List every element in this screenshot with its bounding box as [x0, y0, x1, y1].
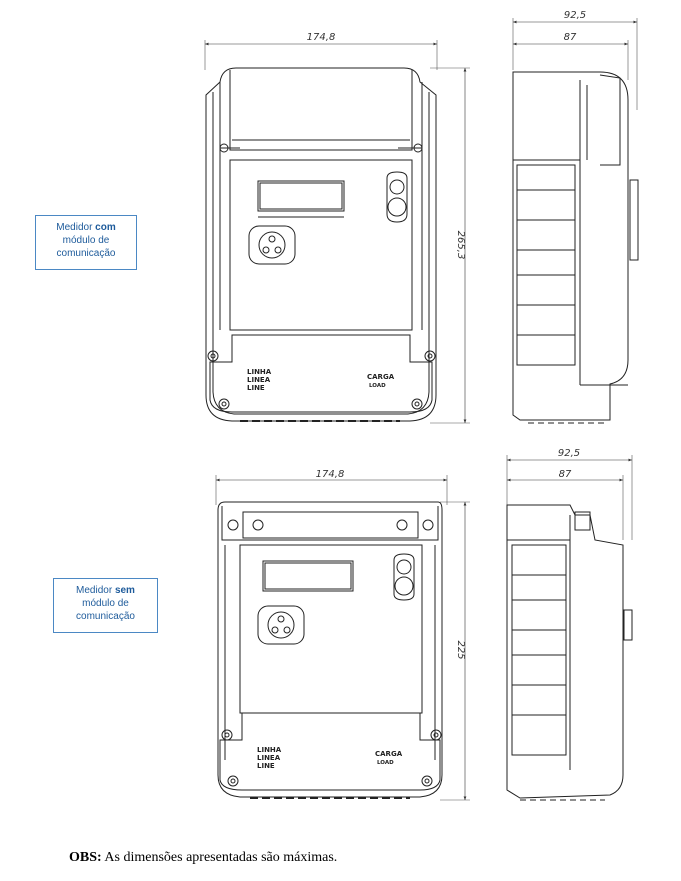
- side-body-depth-top: 87: [564, 32, 577, 43]
- front-width-dimension-bottom: 174,8: [316, 469, 345, 480]
- callout-without-line2: módulo de: [82, 598, 129, 609]
- note-label: OBS:: [69, 850, 102, 865]
- label-load-pt-bottom: CARGA: [375, 750, 403, 758]
- label-load-en: LOAD: [369, 383, 386, 389]
- callout-without-module: Medidor sem módulo de comunicação: [53, 578, 158, 633]
- callout-without-prefix: Medidor: [76, 585, 115, 596]
- label-load-en-bottom: LOAD: [377, 760, 394, 766]
- callout-with-prefix: Medidor: [56, 222, 96, 233]
- callout-without-emphasis: sem: [114, 585, 135, 596]
- front-view-without-module: [215, 475, 470, 801]
- terminal-labels-bottom: LINHA LINEA LINE CARGA LOAD: [257, 746, 403, 770]
- terminal-labels-top: LINHA LINEA LINE CARGA LOAD: [247, 368, 395, 392]
- callout-with-line3: comunicação: [56, 248, 116, 259]
- callout-without-line3: comunicação: [76, 611, 135, 622]
- side-overall-depth-bottom: 92,5: [558, 448, 580, 459]
- front-width-dimension-top: 174,8: [307, 32, 336, 43]
- side-body-depth-bottom: 87: [559, 469, 572, 480]
- label-line-pt: LINHA: [247, 368, 272, 376]
- dimensions-note: OBS: As dimensões apresentadas são máxim…: [69, 850, 337, 866]
- side-overall-depth-top: 92,5: [564, 10, 586, 21]
- label-line-pt-bottom: LINHA: [257, 746, 282, 754]
- front-height-dimension-bottom: 225: [455, 640, 466, 659]
- label-line-es-bottom: LINEA: [257, 754, 281, 762]
- callout-with-emphasis: com: [95, 222, 116, 233]
- label-load-pt: CARGA: [367, 373, 395, 381]
- side-view-with-module: [512, 18, 639, 424]
- callout-with-line2: módulo de: [62, 235, 110, 246]
- callout-with-module: Medidor com módulo de comunicação: [35, 215, 137, 270]
- front-view-with-module: [204, 40, 470, 424]
- note-text: As dimensões apresentadas são máximas.: [101, 850, 338, 865]
- label-line-en: LINE: [247, 384, 265, 392]
- label-line-es: LINEA: [247, 376, 271, 384]
- label-line-en-bottom: LINE: [257, 762, 275, 770]
- front-height-dimension-top: 265,3: [455, 231, 466, 260]
- side-view-without-module: [506, 455, 633, 801]
